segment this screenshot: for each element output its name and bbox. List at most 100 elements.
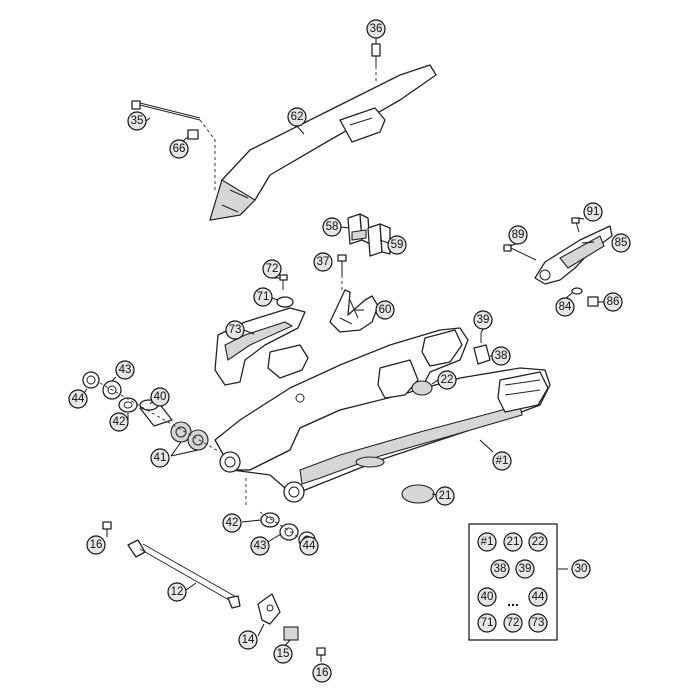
bolt-89 [503,244,537,261]
svg-text:44: 44 [532,591,545,603]
callout-37: 37 [313,252,333,272]
callout-21: 21 [435,486,455,506]
callout-40: 40 [150,387,170,407]
svg-text:73: 73 [229,324,242,336]
callout-39: 39 [473,310,493,330]
svg-text:38: 38 [495,350,508,362]
svg-text:16: 16 [316,667,329,679]
bushing-71 [276,296,294,308]
svg-text:72: 72 [266,263,279,275]
seal-44-upper [82,371,100,389]
callout-1: #1 [492,451,512,471]
callout-89: 89 [508,225,528,245]
washer-84 [571,287,583,295]
callout-71: 71 [253,287,273,307]
callout-36: 36 [366,19,386,39]
kit-item-38: 38 [490,559,510,579]
svg-text:58: 58 [326,221,339,233]
svg-text:39: 39 [477,314,490,326]
svg-text:66: 66 [173,143,186,155]
kit-ellipsis: ... [507,593,519,609]
kit-item-40: 40 [477,587,497,607]
callout-59: 59 [387,235,407,255]
callout-35: 35 [127,111,147,131]
callout-30: 30 [571,559,591,579]
svg-text:71: 71 [481,617,494,629]
svg-text:21: 21 [439,490,452,502]
callout-91: 91 [583,202,603,222]
svg-text:43: 43 [254,540,267,552]
callout-85: 85 [611,233,631,253]
svg-text:72: 72 [507,617,520,629]
svg-text:44: 44 [303,540,316,552]
callout-42-upper: 42 [109,412,129,432]
svg-text:44: 44 [72,393,85,405]
svg-text:71: 71 [257,291,270,303]
clamp-58 [347,213,371,245]
callout-58: 58 [322,217,342,237]
chain-slider-73 [214,307,309,386]
callout-84: 84 [555,297,575,317]
callout-66: 66 [169,139,189,159]
svg-text:41: 41 [154,452,167,464]
svg-text:40: 40 [481,591,494,603]
svg-text:21: 21 [507,536,520,548]
callout-16-upper: 16 [86,535,106,555]
bolt-35 [131,100,201,121]
callout-38: 38 [491,346,511,366]
plug-21 [401,484,435,504]
svg-text:39: 39 [519,563,532,575]
bearing-41 [170,421,209,451]
kit-item-72: 72 [503,613,523,633]
screw-91 [571,217,580,233]
svg-text:#1: #1 [496,455,509,467]
screw-72 [279,274,288,290]
clamp-59 [367,223,391,257]
svg-text:62: 62 [291,111,304,123]
callout-72: 72 [262,259,282,279]
washer-42-upper [118,397,138,413]
callout-44-lower: 44 [299,536,319,556]
bracket-60 [329,289,379,333]
svg-text:36: 36 [370,23,383,35]
svg-text:40: 40 [154,391,167,403]
svg-text:60: 60 [379,304,392,316]
svg-text:14: 14 [242,634,255,646]
svg-text:30: 30 [575,563,588,575]
svg-text:43: 43 [119,364,132,376]
washer-42-lower [260,512,280,528]
kit-item-1: #1 [477,532,497,552]
kit-item-39: 39 [515,559,535,579]
svg-text:89: 89 [512,229,525,241]
nut-16-lower [316,647,326,656]
svg-text:38: 38 [494,563,507,575]
clip-38 [473,344,491,365]
chain-adjuster-14 [257,593,281,625]
callout-62: 62 [287,107,307,127]
callout-14: 14 [238,630,258,650]
kit-item-71: 71 [477,613,497,633]
svg-text:12: 12 [171,586,184,598]
callout-60: 60 [375,300,395,320]
callout-86: 86 [603,292,623,312]
svg-text:#1: #1 [481,536,494,548]
callout-41: 41 [150,448,170,468]
callout-73: 73 [225,320,245,340]
svg-text:15: 15 [277,648,290,660]
nut-16-upper [102,521,112,530]
swingarm [214,327,551,503]
svg-text:85: 85 [615,237,628,249]
svg-text:86: 86 [607,296,620,308]
callout-42-lower: 42 [222,513,242,533]
kit-item-73: 73 [528,613,548,633]
svg-text:73: 73 [532,617,545,629]
callout-15: 15 [273,644,293,664]
svg-text:37: 37 [317,256,330,268]
svg-text:84: 84 [559,301,572,313]
svg-text:22: 22 [532,536,545,548]
callout-43-lower: 43 [250,536,270,556]
svg-text:59: 59 [391,239,404,251]
chain-guide-85 [534,225,613,285]
sleeve-43-lower [279,523,299,541]
